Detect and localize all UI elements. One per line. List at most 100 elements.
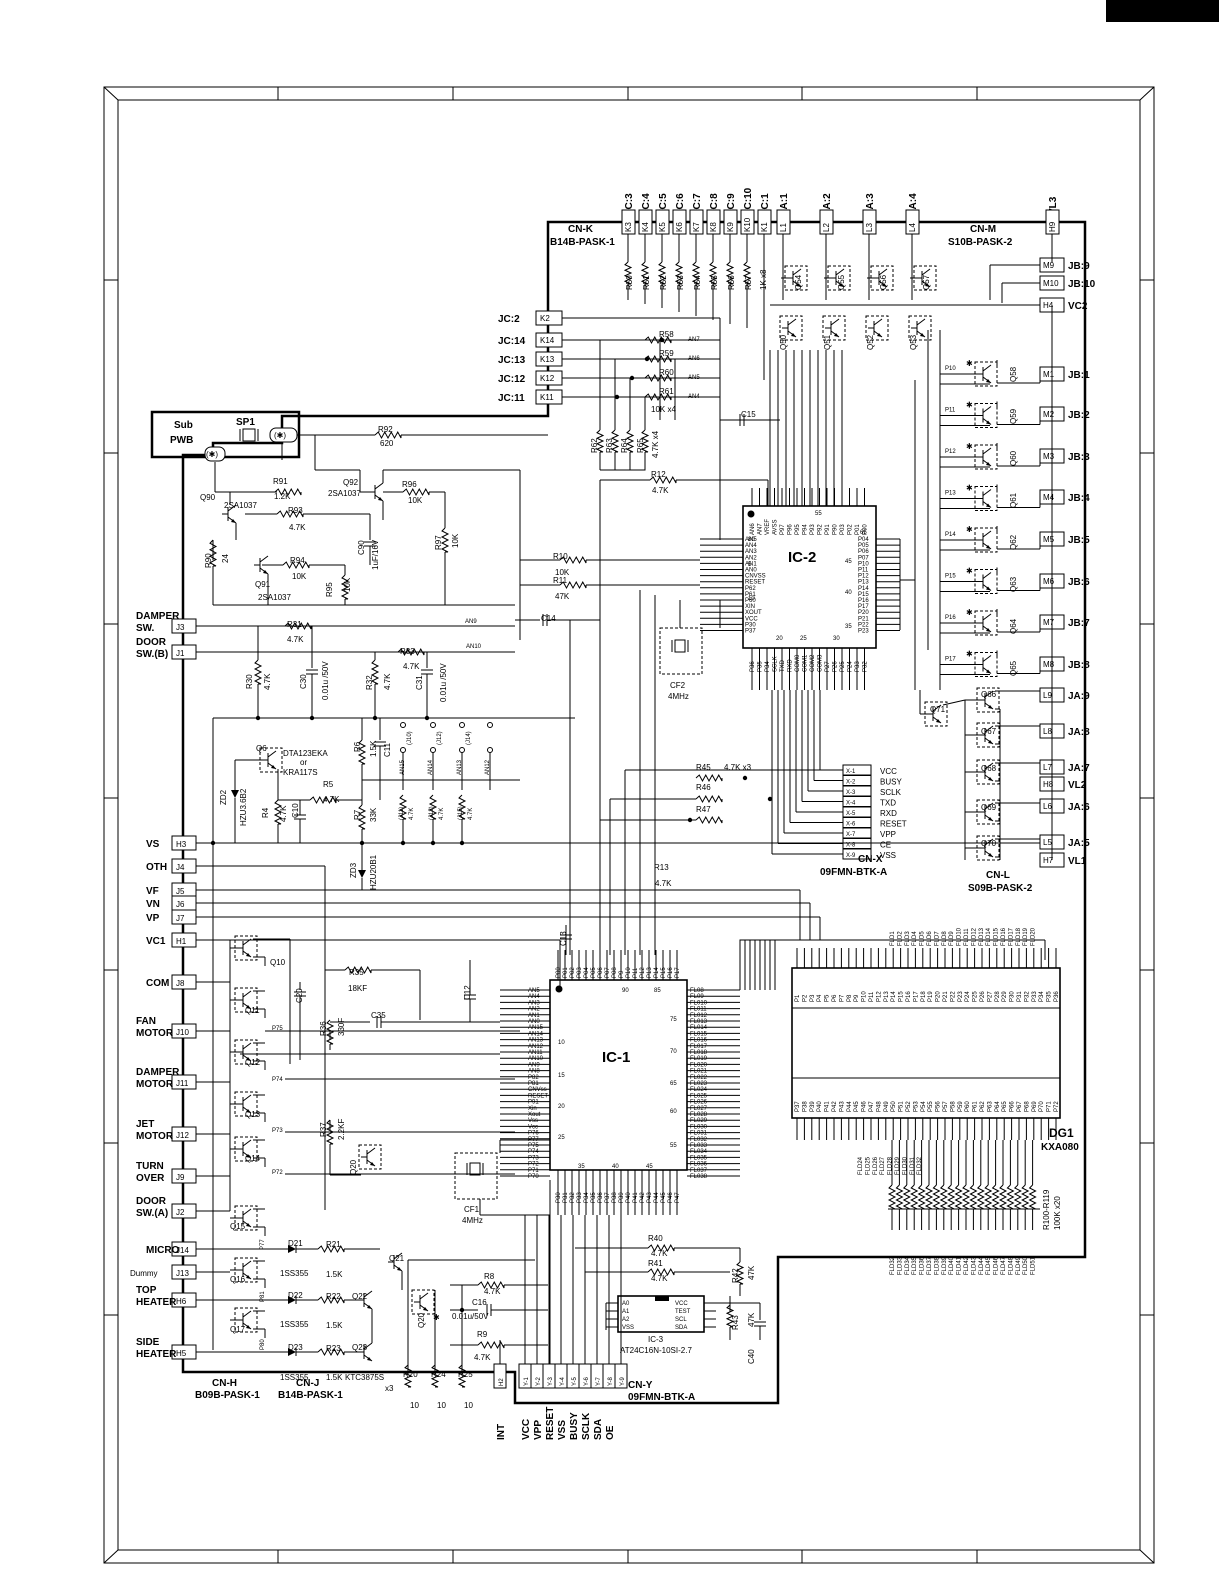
r9-label: R9 [477, 1330, 488, 1339]
port-label: P11 [945, 408, 956, 414]
port-label: P10 [945, 366, 956, 372]
fld-mid-label: FLD31 [910, 1156, 916, 1175]
right-pin-label: JA:5 [1068, 838, 1090, 849]
r42-label: R42 [731, 1268, 740, 1283]
q5x-transistor [822, 315, 846, 341]
p77-label: P77 [260, 1239, 266, 1250]
ic1-pin-label: AN0 [528, 1019, 540, 1025]
ic2-pin-num: 40 [845, 590, 852, 596]
r36-label: R36 [319, 1021, 328, 1036]
dg1-pin-label: P10 [862, 991, 868, 1002]
cn-k-name: CN-K [568, 224, 594, 235]
q10-label: Q10 [270, 958, 286, 967]
r100-resistor [947, 1184, 956, 1210]
ic1-pin-label: P03 [577, 967, 583, 978]
right-pin-id: M7 [1043, 618, 1055, 627]
jc-pin-id: K2 [540, 314, 550, 323]
top-pin-id: L4 [908, 223, 917, 232]
dg1-pin-label: P33 [1032, 991, 1038, 1002]
star-mark: ✱ [966, 525, 973, 534]
ic1-pin-label: P30 [556, 1192, 562, 1203]
transistor-arrow [423, 1307, 428, 1311]
r92-resistor [374, 430, 402, 440]
cnx-pin-id: X-4 [846, 801, 856, 807]
fld-top-label: FLD5 [920, 931, 926, 946]
j15-value: 4.7K [468, 808, 474, 820]
fld-top-label: FLD20 [1031, 927, 1037, 946]
dg1-pin-label: P35 [1047, 991, 1053, 1002]
ic2-pin-num: 20 [776, 636, 783, 642]
r5x-resistor [708, 261, 718, 285]
j13-label: (J13) [429, 806, 435, 820]
left-pin-label: JET [136, 1119, 154, 1130]
top-pin-id: K7 [692, 222, 701, 232]
j13-value: 4.7K [439, 808, 445, 820]
cnx-pin-id: X-5 [846, 811, 856, 817]
ic1-pin-num: 75 [670, 1017, 677, 1023]
q23-transistor [358, 1342, 373, 1362]
transistor-package [974, 652, 998, 677]
r31-value: 4.7K [287, 635, 304, 644]
p81-label: P81 [260, 1291, 266, 1302]
r94-value: 10K [292, 572, 307, 581]
ic-3-part: AT24C16N-10SI-2.7 [620, 1346, 692, 1355]
transistor-arrow [370, 1162, 375, 1166]
transistor-arrow [986, 628, 991, 632]
q56-label: Q56 [879, 274, 888, 290]
r60-label: R60 [659, 368, 674, 377]
transistor-collector [374, 482, 384, 490]
r93-label: R93 [288, 506, 303, 515]
transistor-arrow [246, 1223, 251, 1227]
dg1-pin-label: P6 [832, 994, 838, 1002]
ic1-pin-label: P39 [619, 1192, 625, 1203]
c40-label: C40 [747, 1349, 756, 1364]
cnx-pin-id: X-9 [846, 853, 856, 859]
ic2-pin-label: VCC [745, 616, 758, 622]
c15-label: C15 [741, 410, 756, 419]
ic2-pin-label: P62 [745, 586, 756, 592]
dg1-pin-label: P23 [958, 991, 964, 1002]
r41-label: R41 [648, 1259, 663, 1268]
ic2-pin-label: P01 [855, 524, 861, 535]
fld-bottom-label: FLD44 [979, 1256, 985, 1275]
ic1-pin-label: AN8 [528, 1069, 540, 1075]
ic1-pin-label: AN12 [528, 1044, 544, 1050]
dg1-pin-label: P22 [950, 991, 956, 1002]
ic1-pin-label: P44 [654, 1192, 660, 1203]
left-pin-label-2: SW.(A) [136, 1208, 168, 1219]
top-pin-id: K6 [675, 222, 684, 232]
dg1-pin-label: P39 [810, 1101, 816, 1112]
r52-label: R52 [659, 275, 668, 290]
cnx-pin-label: RESET [880, 820, 907, 829]
ic1-pin-label: Xout [528, 1112, 541, 1118]
top-pin-id: K9 [726, 222, 735, 232]
dg1-pin-label: P4 [817, 994, 823, 1002]
ic1-pin-label: P31 [563, 1192, 569, 1203]
transistor-collector [982, 655, 992, 662]
ic1-pin-label: FL011 [690, 1007, 707, 1013]
c12-label: C12 [463, 985, 472, 1000]
jumper-resistor [457, 794, 467, 820]
left-pin-label: VS [146, 839, 160, 850]
p80-label: P80 [260, 1339, 266, 1350]
dg1-pin-label: P8 [847, 994, 853, 1002]
r25-value: 10 [464, 1401, 473, 1410]
top-pin-label: JC:5 [658, 193, 669, 215]
r96-label: R96 [402, 480, 417, 489]
dg1-pin-label: P38 [802, 1101, 808, 1112]
q70-label: Q70 [981, 839, 997, 848]
q21-transistor [388, 1252, 403, 1272]
ic1-pin-label: P46 [668, 1192, 674, 1203]
ic1-pin-label: AN1 [528, 1013, 540, 1019]
fld-bottom-label: FLD37 [927, 1256, 933, 1275]
right-pin-label: JB:4 [1068, 493, 1090, 504]
ic1-pin-label: AN15 [528, 1025, 544, 1031]
ic1-pin-label: AN10 [528, 1056, 544, 1062]
r50-label: R50 [625, 275, 634, 290]
c20-label: C20 [295, 988, 304, 1003]
fld-bottom-label: FLD47 [1001, 1256, 1007, 1275]
dg1-pin-label: P16 [906, 991, 912, 1002]
ic2-pin-label: P36 [750, 661, 756, 672]
jumper-resistor [398, 794, 408, 820]
